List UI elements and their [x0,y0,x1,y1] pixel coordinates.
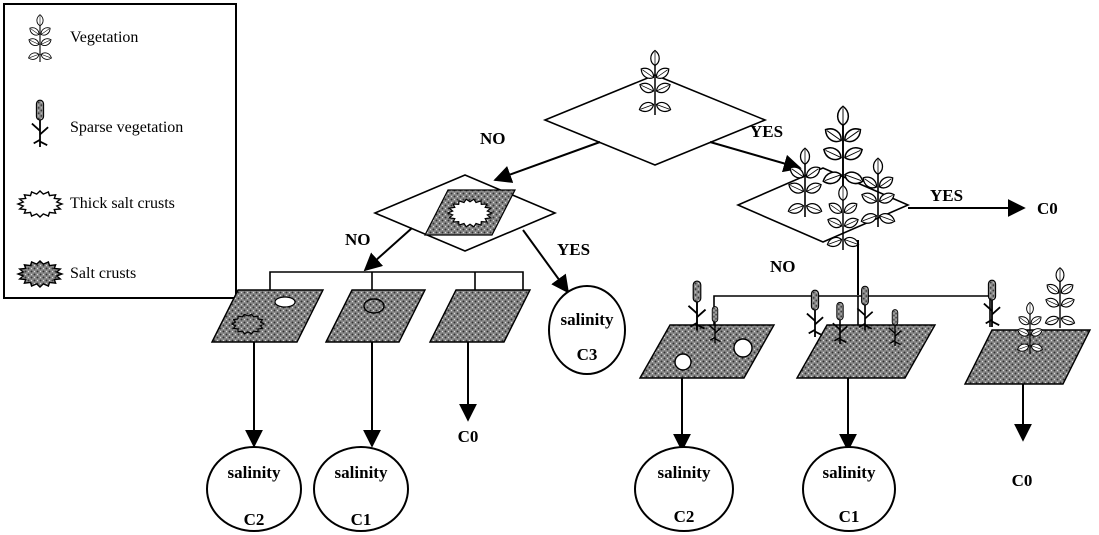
arrow-top-yes [709,141,802,173]
outcome-left-c0: C0 [458,427,479,446]
sparse-vegetation-icon [806,289,824,338]
tile-salt-thick-crust [210,289,325,343]
label-top-no: NO [480,129,506,148]
decision-thick-salt-crust [372,174,558,252]
outcome-left-c2-top: salinity [228,463,281,482]
arrow-left-no [363,227,413,272]
outcome-left-c1-bottom: C1 [351,510,372,529]
legend-label-salt-crusts: Salt crusts [70,265,136,282]
label-left-yes: YES [557,240,590,259]
tile-salt-crust [428,289,532,343]
decision-dense-vegetation [735,106,911,250]
outcome-right-c2-bottom: C2 [674,507,695,526]
right-branch-bracket [713,295,991,327]
vegetation-icon [1044,268,1076,328]
legend: Vegetation Sparse vegetation Thick salt … [3,3,237,299]
label-right-no: NO [770,257,796,276]
tile-salt-crust-spot [324,289,427,343]
vegetation-icon [821,106,864,188]
outcome-salinity-c2-right: salinity C2 [634,446,734,532]
label-left-no: NO [345,230,371,249]
tile-dense-veg-crust [963,268,1092,385]
sparse-vegetation-icon [687,280,707,332]
legend-label-sparse-vegetation: Sparse vegetation [70,119,183,136]
outcome-right-c1-top: salinity [823,463,876,482]
arrow-left-yes [522,229,570,294]
outcome-right-c2-top: salinity [658,463,711,482]
outcome-left-c1-top: salinity [335,463,388,482]
legend-box [3,3,237,299]
arrow-top-no [493,141,601,183]
legend-label-vegetation: Vegetation [70,29,138,46]
salt-crust-icon [16,260,64,288]
outcome-yes-c0: C0 [1037,199,1058,218]
tile-sparse-veg-crust [795,285,937,379]
outcome-left-c2-bottom: C2 [244,510,265,529]
label-top-yes: YES [750,122,783,141]
tile-sparse-veg-thick-crust [638,280,776,379]
outcome-salinity-c1-right: salinity C1 [802,446,896,532]
outcome-salinity-c2-left: salinity C2 [206,446,302,532]
sparse-vegetation-icon [856,285,874,332]
thick-salt-crust-icon [446,198,494,228]
outcome-salinity-c1-left: salinity C1 [313,446,409,532]
legend-label-thick-salt-crusts: Thick salt crusts [70,195,175,212]
outcome-c3-bottom: C3 [577,345,598,364]
sparse-vegetation-icon [983,279,1001,328]
outcome-c3-top: salinity [561,310,614,329]
label-right-yes: YES [930,186,963,205]
outcome-right-c0: C0 [1012,471,1033,490]
outcome-right-c1-bottom: C1 [839,507,860,526]
outcome-salinity-c3: salinity C3 [548,285,626,375]
vegetation-icon [1016,302,1043,354]
thick-salt-crust-icon [16,190,64,218]
